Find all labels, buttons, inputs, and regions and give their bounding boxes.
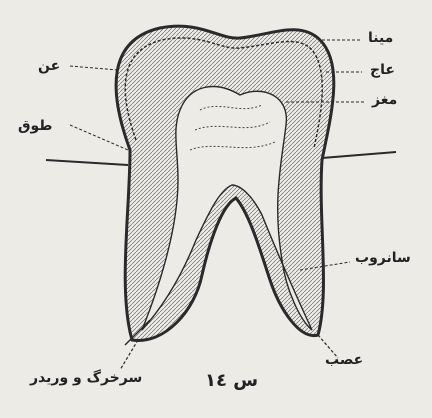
label-crown-left: عن [38, 58, 60, 74]
label-vessels: سرخرگ و وریدر [30, 370, 142, 386]
leader-left1 [70, 66, 118, 70]
label-dentin: عاج [370, 62, 395, 78]
figure-number: س ١٤ [205, 370, 258, 391]
label-enamel: مینا [368, 30, 393, 46]
leader-left2 [70, 125, 128, 150]
label-nerve-canal: عصب [325, 352, 363, 368]
gum-line-right [322, 152, 396, 158]
gum-line-left [46, 160, 128, 165]
label-pulp: مغز [372, 92, 397, 108]
label-crown-left-2: طوق [18, 118, 52, 134]
label-root-cement: سانروب [355, 250, 411, 266]
